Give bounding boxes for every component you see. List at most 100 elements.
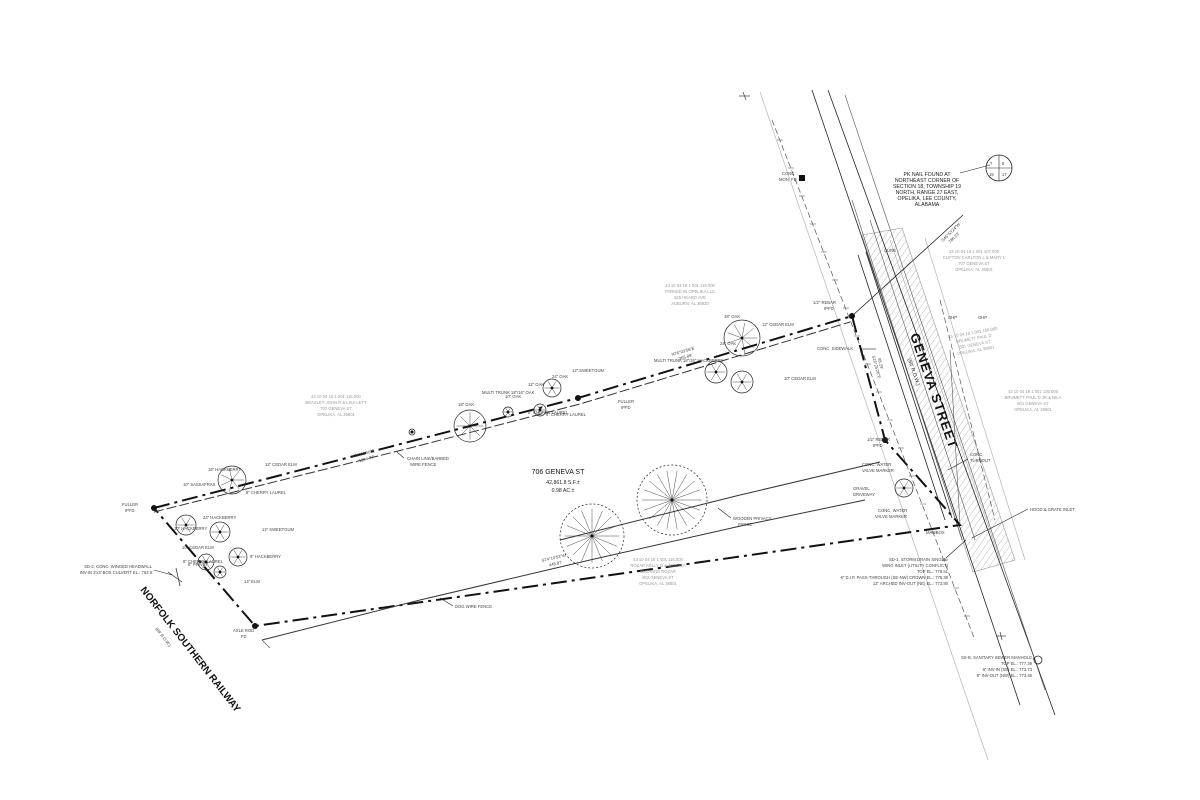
chain-link-label: WIRE FENCE	[410, 462, 436, 467]
ss-line: SS-B, SANITARY SEWER MANHOLE	[961, 655, 1032, 660]
tree-trunk	[740, 380, 744, 384]
wooden-fence-label: WOODEN PRIVACY	[733, 516, 772, 521]
owner-2-line: 702 GENEVA ST	[320, 406, 352, 411]
tree-branch	[671, 499, 701, 511]
tree-branch	[591, 525, 618, 537]
owner-6-line: OPELIKA, AL 36801	[1014, 407, 1052, 412]
ohp-label: OHP	[948, 315, 957, 320]
tree-branch	[215, 531, 221, 540]
tree-branch	[666, 470, 673, 501]
conc-turnout-label: CONC.	[970, 452, 984, 457]
tree-branch	[460, 425, 471, 436]
tree-label: 12" SWEETGUM	[572, 368, 604, 373]
tree-branch	[572, 535, 593, 556]
owner-3-line: 43 10 04 18 1 001 118.000	[633, 557, 683, 562]
tree-label: 18" OAK	[458, 402, 474, 407]
fuller-west-label: FULLER	[122, 502, 138, 507]
ohp-ticks	[777, 139, 970, 617]
tree-branch	[734, 337, 743, 352]
tree-label: 12" CEDAR ELM	[265, 462, 297, 467]
corner-note-line-4: NORTH, RANGE 27 EAST,	[896, 190, 959, 196]
tree-branch	[711, 371, 717, 381]
chain-link-fence	[153, 321, 851, 513]
tree-branch	[671, 499, 695, 520]
tree-branch	[671, 499, 678, 530]
tree-branch	[643, 499, 673, 511]
tree-branch	[219, 524, 225, 533]
tree-canopy	[408, 428, 416, 436]
rebar-south-monument	[882, 437, 888, 443]
tree-label: 8" PRIVET	[188, 562, 209, 567]
section-corner-symbol-bottom	[996, 631, 1006, 641]
tree-label: 10" HACKBERRY	[174, 526, 208, 531]
tree-branch	[737, 381, 743, 391]
tree-canopy	[197, 553, 215, 571]
gravel-drive-label: DRIVEWAY	[853, 492, 875, 497]
sd1-line: 6" D.I.P. PASS-THROUGH (SE-NW) CROWN EL.…	[841, 575, 949, 580]
north-line-bearing: N76°03'56"E	[671, 346, 695, 357]
subject-area-ac: 0.98 AC.±	[552, 488, 575, 494]
tree-branch	[460, 416, 471, 427]
owner-6-line: BRUMETT PAUL D JR & NILA	[1005, 395, 1062, 400]
tree-branch	[737, 373, 743, 383]
tree-branch	[231, 479, 240, 490]
tree-label: 6" CHERRY LAUREL	[546, 412, 587, 417]
tree-branch	[656, 499, 673, 526]
owner-6-line: 43 10 04 18 1 001 105.000	[1008, 389, 1059, 394]
tree-branch	[185, 524, 191, 533]
tree-branch	[185, 517, 191, 526]
corner-note-line-6: ALABAMA	[915, 202, 940, 208]
monuments	[151, 175, 888, 629]
sd2-note: SD-2, CONC. WINGED HEADWALL INV-IN 3'x3'…	[80, 564, 183, 587]
tree-branch	[643, 489, 673, 501]
tree-label: 12" OAK	[528, 382, 544, 387]
fuller-mid-label: IPFD	[621, 405, 631, 410]
ss-line: 8" INV-IN (SE) EL.: 773.73	[983, 667, 1033, 672]
owner-1-line: 43 10 04 18 1 001 116.000	[665, 283, 715, 288]
conc-turnout-label: TURNOUT	[970, 458, 991, 463]
tree-branch	[572, 516, 593, 537]
tree-branch	[566, 525, 593, 537]
tree-branch	[581, 510, 593, 537]
tree-branch	[727, 332, 743, 339]
rebar-north-monument	[849, 313, 855, 319]
sd1-line: SD-1, STORM DRAIN SINGLE-	[889, 557, 949, 562]
tree-trunk	[204, 560, 208, 564]
tree-label: 12" SWEETGUM	[262, 527, 294, 532]
section-corner-symbol-top	[739, 91, 750, 101]
tree-branch	[469, 416, 480, 427]
tree-branch	[229, 468, 233, 481]
owner-2-line: OPELIKA, AL 36801	[317, 412, 355, 417]
axle-rod-label: AXLE ROD	[233, 628, 254, 633]
tree-branch	[215, 524, 221, 533]
subject-area-sf: 42,861.8 S.F.±	[546, 480, 580, 486]
tree-trunk	[230, 478, 234, 482]
fuller-west-label: IPFD	[125, 508, 135, 513]
section-num: 7	[990, 161, 993, 166]
tree-branch	[734, 324, 743, 339]
tree-canopy	[175, 514, 197, 536]
owner-1-line: PARKED IN OPELIKA LLC	[665, 289, 715, 294]
tree-branch	[727, 337, 743, 344]
rebar-north-label: 1/2" REBAR	[813, 300, 836, 305]
tree-branch	[741, 322, 745, 339]
rebar-south-label: 1/2" REBAR	[867, 437, 890, 442]
tree-trunk	[902, 486, 906, 490]
tree-trunk	[740, 336, 744, 340]
tree-trunk	[714, 370, 718, 374]
tree-label: 12" CEDAR ELM	[762, 322, 794, 327]
conc-sidewalk-label: CONC. SIDEWALK	[817, 346, 853, 351]
fuller-west-monument	[151, 505, 157, 511]
north-line-mid-distance: 1294.77'	[358, 454, 375, 463]
subject-parcel	[153, 214, 964, 649]
tree-branch	[591, 516, 612, 537]
tree-label: 14" ELM	[244, 579, 260, 584]
subject-address: 706 GENEVA ST	[532, 469, 586, 476]
curb-label: CURB	[884, 248, 896, 253]
tree-label: 8" CHERRY LAUREL	[246, 490, 287, 495]
dog-wire-fence	[261, 499, 866, 641]
owner-4-line: CLIFTON CARLTON L & MARY L	[943, 255, 1006, 260]
tree-trunk	[236, 555, 240, 559]
north-line-distance: 365.89'	[678, 352, 693, 361]
conc-mon-marker	[799, 175, 805, 181]
